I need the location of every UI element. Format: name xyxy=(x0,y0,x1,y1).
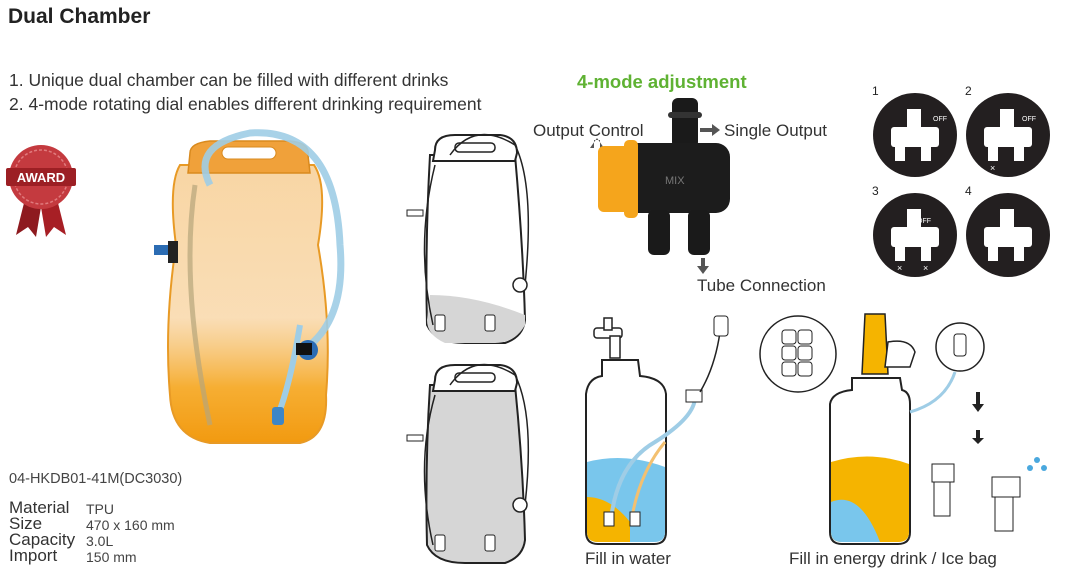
mode-number-2: 2 xyxy=(965,84,972,98)
caption-fill-water: Fill in water xyxy=(585,549,671,568)
svg-text:×: × xyxy=(923,263,928,273)
mode-number-1: 1 xyxy=(872,84,879,98)
tube-connection-label: Tube Connection xyxy=(697,276,826,295)
spec-key-size: Size xyxy=(9,514,43,533)
award-text: AWARD xyxy=(17,170,65,185)
svg-text:OFF: OFF xyxy=(917,218,931,225)
output-control-label: Output Control xyxy=(533,121,644,140)
product-bladder-image xyxy=(154,129,345,444)
feature-1: 1. Unique dual chamber can be filled wit… xyxy=(9,70,449,90)
mode-3-icon: OFF × × xyxy=(873,193,957,277)
svg-text:×: × xyxy=(990,163,995,173)
feature-2: 2. 4-mode rotating dial enables differen… xyxy=(9,94,482,114)
mode-1-icon: OFF xyxy=(873,93,957,177)
svg-text:OFF: OFF xyxy=(1022,116,1036,123)
spec-value-capacity: 3.0L xyxy=(86,533,114,549)
fill-water-illustration xyxy=(585,315,729,545)
svg-text:OFF: OFF xyxy=(933,116,947,123)
spec-value-material: TPU xyxy=(86,501,114,517)
dial-mix-text: MIX xyxy=(665,175,685,187)
bladder-drawing-top xyxy=(406,133,530,344)
fill-energy-illustration xyxy=(759,313,1047,545)
svg-text:OFF: OFF xyxy=(1000,218,1014,225)
spec-key-capacity: Capacity xyxy=(9,530,76,549)
spec-value-size: 470 x 160 mm xyxy=(86,517,175,533)
mode-number-4: 4 xyxy=(965,184,972,198)
mode-number-3: 3 xyxy=(872,184,879,198)
model-number: 04-HKDB01-41M(DC3030) xyxy=(9,471,183,487)
spec-key-import: Import xyxy=(9,546,58,565)
bladder-drawing-bottom xyxy=(406,363,530,564)
adjustment-title: 4-mode adjustment xyxy=(577,71,747,92)
mode-4-icon: OFF xyxy=(966,193,1050,277)
mode-2-icon: OFF × xyxy=(966,93,1050,177)
page-title: Dual Chamber xyxy=(8,5,151,28)
caption-fill-energy: Fill in energy drink / Ice bag xyxy=(789,549,997,568)
valve-diagram: MIX xyxy=(590,98,730,274)
spec-value-import: 150 mm xyxy=(86,549,137,565)
svg-text:×: × xyxy=(897,263,902,273)
single-output-label: Single Output xyxy=(724,121,828,140)
award-badge: AWARD xyxy=(6,145,76,237)
spec-key-material: Material xyxy=(9,498,70,517)
